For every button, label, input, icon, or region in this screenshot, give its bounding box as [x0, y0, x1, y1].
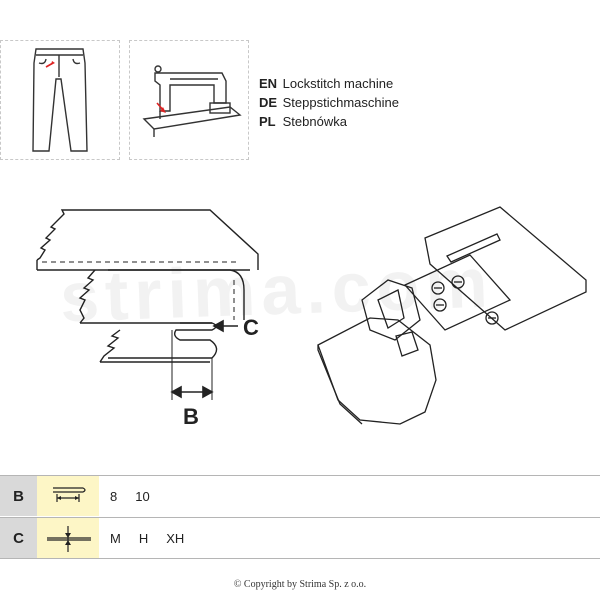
table-row-c: C M H XH	[0, 518, 600, 558]
lang-code: EN	[259, 76, 278, 91]
value-cell: H	[138, 530, 149, 546]
value-cell: M	[110, 530, 121, 546]
lang-text: Steppstichmaschine	[282, 95, 399, 110]
folder-attachment-illustration	[317, 206, 587, 425]
width-fold-icon	[53, 487, 86, 502]
row-values: 8 10	[110, 476, 168, 516]
copyright-text: © Copyright by Strima Sp. z o.o.	[233, 579, 367, 590]
machine-icon-box	[129, 40, 249, 160]
lang-line-en: EN Lockstitch machine	[259, 74, 393, 93]
table-bottom-divider	[0, 558, 600, 559]
row-label: B	[0, 476, 37, 516]
fold-diagram: C B	[36, 209, 259, 429]
lang-line-pl: PL Stebnówka	[259, 112, 347, 131]
diagram-label-b: B	[183, 404, 199, 429]
lang-line-de: DE Steppstichmaschine	[259, 93, 399, 112]
table-row-b: B 8 10	[0, 476, 600, 516]
lang-code: DE	[259, 95, 278, 110]
row-values: M H XH	[110, 518, 202, 558]
symbol-cell	[37, 518, 99, 558]
row-label: C	[0, 518, 37, 558]
table-top-divider	[0, 475, 600, 476]
table-mid-divider	[0, 517, 600, 518]
symbol-cell	[37, 476, 99, 516]
jeans-icon	[32, 48, 88, 152]
jeans-icon-box	[0, 40, 120, 160]
value-cell: XH	[166, 530, 185, 546]
sewing-machine-icon	[142, 65, 242, 137]
value-cell: 8	[110, 488, 118, 504]
diagram-label-c: C	[243, 315, 259, 340]
lang-code: PL	[259, 114, 276, 129]
thickness-icon	[47, 526, 91, 552]
value-cell: 10	[135, 488, 150, 504]
lang-text: Stebnówka	[282, 114, 347, 129]
lang-text: Lockstitch machine	[282, 76, 394, 91]
